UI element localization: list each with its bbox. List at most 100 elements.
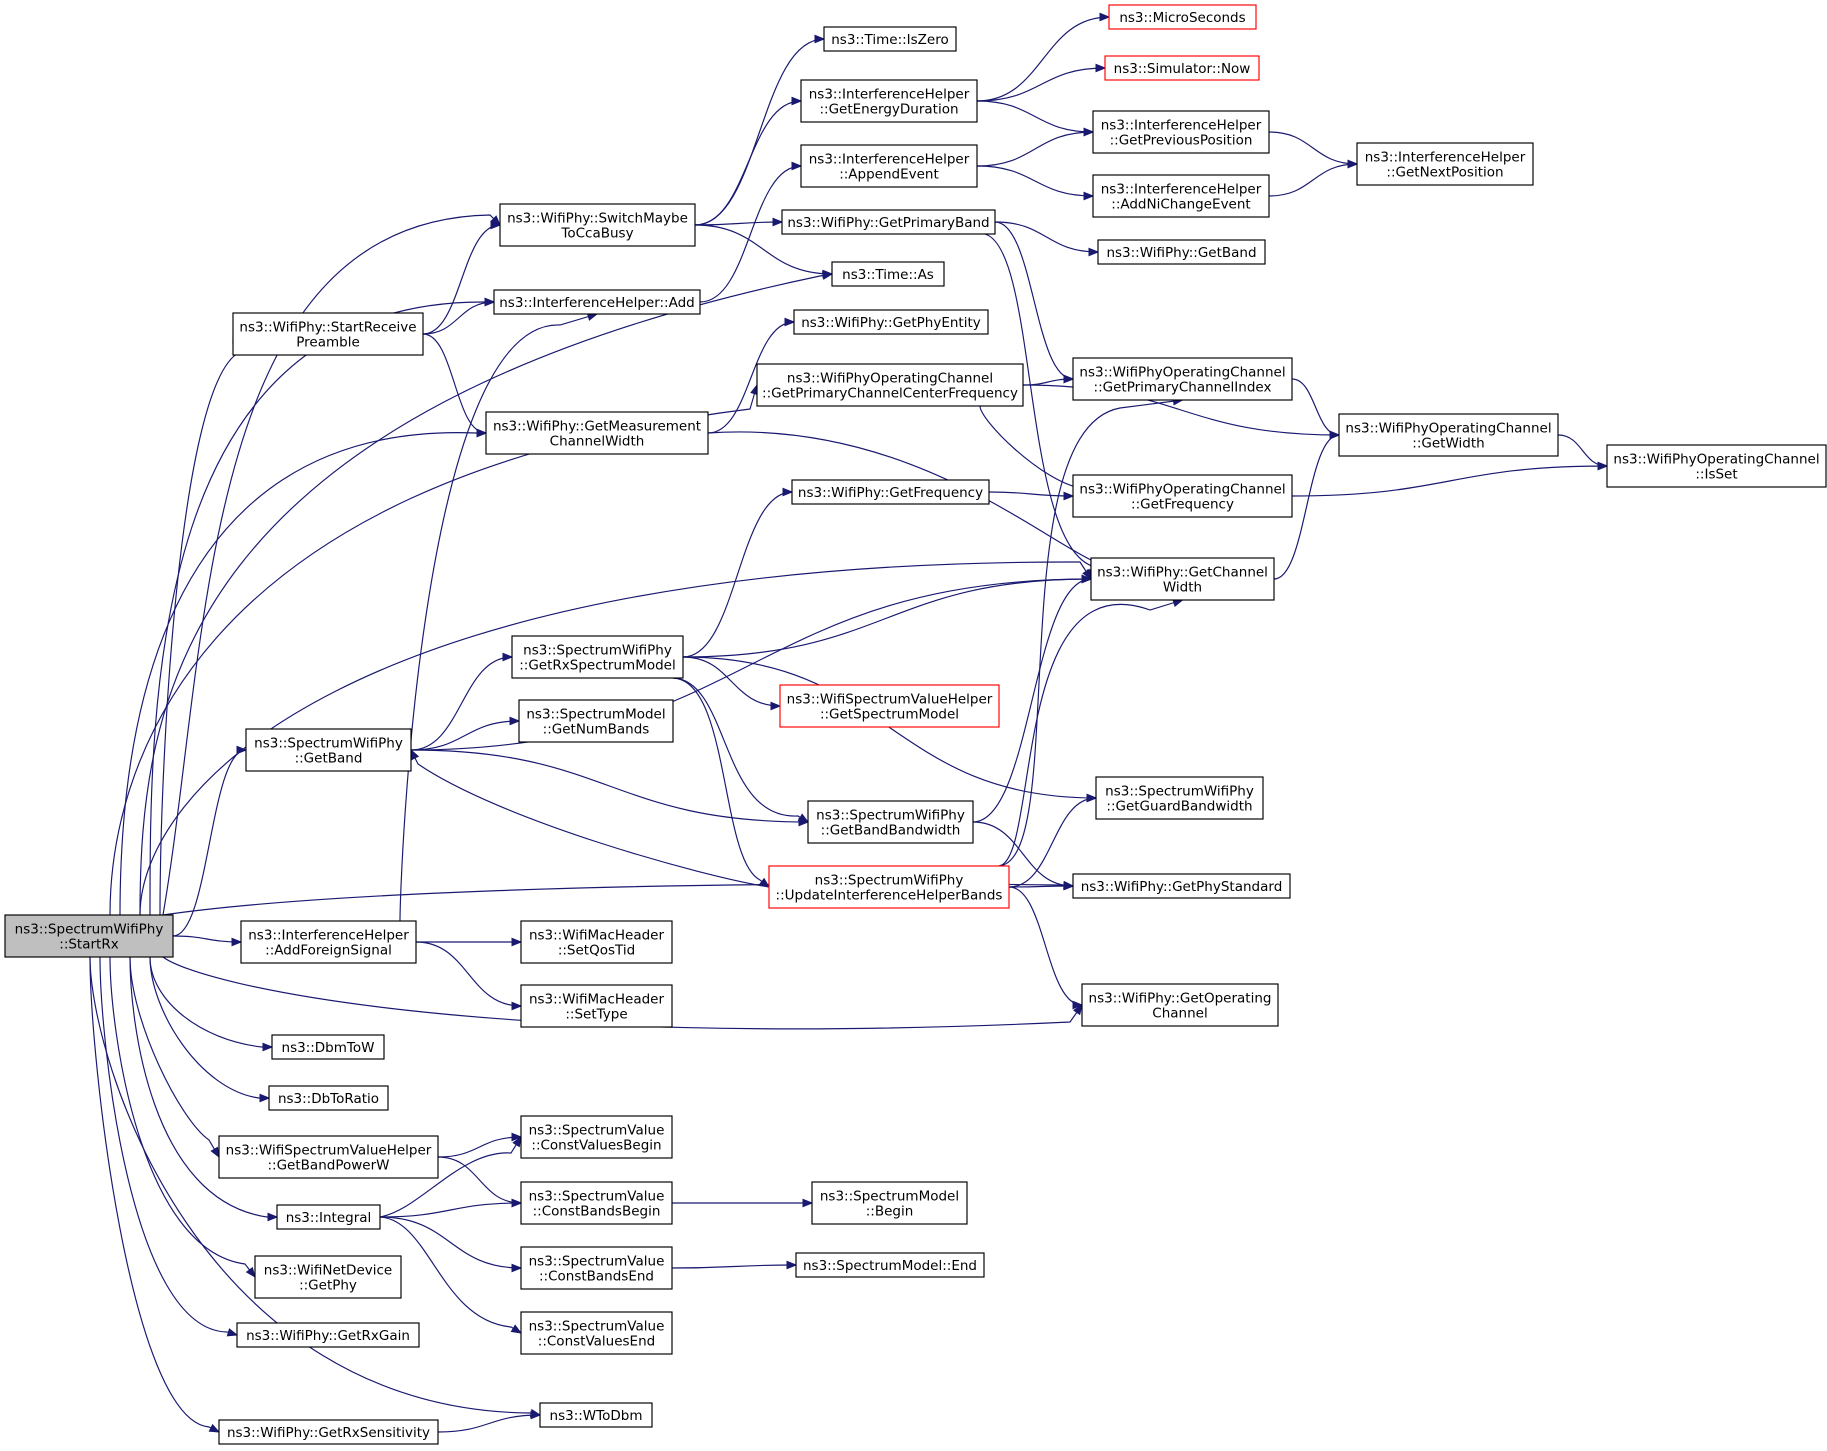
node-label-line: ns3::WifiPhy::GetPhyEntity [801, 315, 981, 331]
call-edge-root-to-wtodbm [89, 956, 541, 1416]
node-prevpos[interactable]: ns3::InterferenceHelper::GetPreviousPosi… [1092, 110, 1270, 154]
node-box [793, 309, 989, 335]
node-guardbw[interactable]: ns3::SpectrumWifiPhy::GetGuardBandwidth [1095, 776, 1264, 820]
node-updint[interactable]: ns3::SpectrumWifiPhy::UpdateInterference… [768, 865, 1010, 909]
arrowhead [226, 1328, 239, 1337]
node-label-line: ns3::WifiPhy::GetChannel [1097, 565, 1268, 581]
node-isset[interactable]: ns3::WifiPhyOperatingChannel::IsSet [1606, 444, 1827, 488]
call-edge-bandpow-to-cbbegin [437, 1156, 522, 1204]
node-ocfreq[interactable]: ns3::WifiPhyOperatingChannel::GetFrequen… [1072, 474, 1293, 518]
call-edge-rxspec-to-wsvhspec [682, 656, 781, 707]
arrowhead [512, 1135, 522, 1148]
node-timeas[interactable]: ns3::Time::As [831, 261, 945, 287]
node-addni[interactable]: ns3::InterferenceHelper::AddNiChangeEven… [1092, 174, 1270, 218]
node-wpgetband[interactable]: ns3::WifiPhy::GetBand [1097, 239, 1266, 265]
node-root[interactable]: ns3::SpectrumWifiPhy::StartRx [4, 914, 174, 958]
node-smbegin[interactable]: ns3::SpectrumModel::Begin [811, 1181, 968, 1225]
call-edge-primcenter-to-ocfreq [979, 405, 1082, 497]
node-cvend[interactable]: ns3::SpectrumValue::ConstValuesEnd [520, 1311, 673, 1355]
node-primcenter[interactable]: ns3::WifiPhyOperatingChannel::GetPrimary… [756, 363, 1024, 407]
arrowhead [822, 269, 834, 279]
node-label-line: ns3::InterferenceHelper [809, 152, 970, 168]
node-rxgain[interactable]: ns3::WifiPhy::GetRxGain [236, 1322, 420, 1348]
node-box [1108, 4, 1257, 30]
arrowhead [1072, 1000, 1084, 1010]
node-foreign[interactable]: ns3::InterferenceHelper::AddForeignSigna… [240, 920, 417, 964]
node-physentity[interactable]: ns3::WifiPhy::GetPhyEntity [793, 309, 989, 335]
node-settype[interactable]: ns3::WifiMacHeader::SetType [520, 984, 673, 1028]
call-edge-swgetband-to-numbands [410, 720, 520, 751]
node-wpfreq[interactable]: ns3::WifiPhy::GetFrequency [791, 479, 990, 505]
node-append[interactable]: ns3::InterferenceHelper::AppendEvent [800, 144, 978, 188]
node-bandbw[interactable]: ns3::SpectrumWifiPhy::GetBandBandwidth [807, 800, 974, 844]
node-label-line: ns3::SpectrumValue [529, 1319, 665, 1335]
node-rxsens[interactable]: ns3::WifiPhy::GetRxSensitivity [218, 1419, 439, 1445]
node-simnow[interactable]: ns3::Simulator::Now [1104, 55, 1260, 81]
node-smend[interactable]: ns3::SpectrumModel::End [795, 1252, 985, 1278]
node-iszero[interactable]: ns3::Time::IsZero [823, 26, 957, 52]
arrowhead [791, 161, 803, 171]
node-bandpow[interactable]: ns3::WifiSpectrumValueHelper::GetBandPow… [218, 1135, 439, 1179]
node-label-line: ToCcaBusy [560, 226, 633, 242]
node-primband[interactable]: ns3::WifiPhy::GetPrimaryBand [781, 209, 996, 235]
node-integral[interactable]: ns3::Integral [276, 1204, 381, 1230]
node-phystd[interactable]: ns3::WifiPhy::GetPhyStandard [1072, 873, 1291, 899]
node-cvbegin[interactable]: ns3::SpectrumValue::ConstValuesBegin [520, 1115, 673, 1159]
node-wtodbm[interactable]: ns3::WToDbm [539, 1402, 653, 1428]
node-nextpos[interactable]: ns3::InterferenceHelper::GetNextPosition [1356, 142, 1534, 186]
node-cbbegin[interactable]: ns3::SpectrumValue::ConstBandsBegin [520, 1181, 673, 1225]
node-box [518, 699, 674, 743]
node-label-line: ns3::WifiMacHeader [529, 992, 665, 1008]
call-edge-updint-to-opchan [1008, 886, 1083, 1006]
node-label-line: ::GetGuardBandwidth [1106, 799, 1252, 815]
call-edge-root-to-timeas [139, 273, 833, 916]
node-wsvhspec[interactable]: ns3::WifiSpectrumValueHelper::GetSpectru… [779, 684, 1000, 728]
node-primidx[interactable]: ns3::WifiPhyOperatingChannel::GetPrimary… [1072, 357, 1293, 401]
node-label-line: ::GetEnergyDuration [819, 102, 958, 118]
node-dbmtow[interactable]: ns3::DbmToW [271, 1034, 385, 1060]
arrowhead [782, 487, 794, 497]
node-dbtoratio[interactable]: ns3::DbToRatio [268, 1085, 389, 1111]
node-label-line: ns3::WifiPhy::GetOperating [1089, 991, 1272, 1007]
node-setqos[interactable]: ns3::WifiMacHeader::SetQosTid [520, 920, 673, 964]
call-edge-swgetband-to-bandbw [410, 749, 809, 823]
node-swgetband[interactable]: ns3::SpectrumWifiPhy::GetBand [245, 728, 412, 772]
node-ocwidth[interactable]: ns3::WifiPhyOperatingChannel::GetWidth [1338, 413, 1559, 457]
node-label-line: ::ConstValuesEnd [538, 1334, 655, 1350]
node-ihadd[interactable]: ns3::InterferenceHelper::Add [493, 289, 701, 315]
node-box [254, 1255, 402, 1299]
arrowhead [1088, 247, 1100, 257]
node-netdev[interactable]: ns3::WifiNetDevice::GetPhy [254, 1255, 402, 1299]
node-label-line: ns3::InterferenceHelper [1101, 182, 1262, 198]
arrowhead [511, 1001, 523, 1011]
node-label-line: ns3::WToDbm [550, 1408, 643, 1424]
node-label-line: ns3::DbToRatio [278, 1091, 379, 1107]
arrowhead [502, 652, 514, 662]
call-edges [89, 12, 1609, 1433]
node-label-line: ::GetSpectrumModel [820, 707, 959, 723]
node-label-line: ::AddForeignSignal [265, 943, 392, 959]
call-edge-primband-to-wpgetband [994, 221, 1099, 253]
node-label-line: ns3::SpectrumModel [526, 707, 665, 723]
node-label-line: ns3::SpectrumWifiPhy [254, 736, 403, 752]
node-micro[interactable]: ns3::MicroSeconds [1108, 4, 1257, 30]
arrowhead [770, 701, 782, 711]
node-label-line: ns3::MicroSeconds [1119, 10, 1245, 26]
node-energy[interactable]: ns3::InterferenceHelper::GetEnergyDurati… [800, 79, 978, 123]
node-box [1072, 873, 1291, 899]
node-numbands[interactable]: ns3::SpectrumModel::GetNumBands [518, 699, 674, 743]
call-edge-updint-to-chwidth [998, 599, 1183, 867]
arrowhead [791, 96, 803, 106]
arrowhead [1099, 12, 1111, 22]
node-cbend[interactable]: ns3::SpectrumValue::ConstBandsEnd [520, 1246, 673, 1290]
node-box [1338, 413, 1559, 457]
node-box [1092, 174, 1270, 218]
arrowhead [786, 1260, 798, 1270]
node-rxspec[interactable]: ns3::SpectrumWifiPhy::GetRxSpectrumModel [511, 635, 684, 679]
call-edge-bandpow-to-cvbegin [437, 1136, 522, 1158]
